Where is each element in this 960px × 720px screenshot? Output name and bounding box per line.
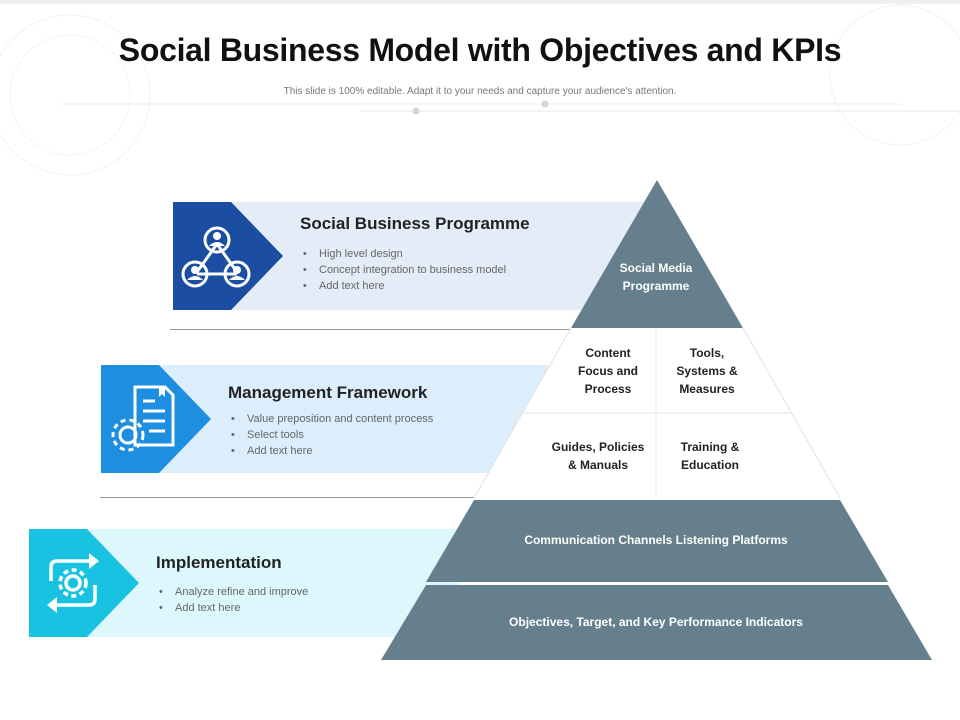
pyramid-label-guides: Guides, Policies & Manuals bbox=[551, 440, 645, 472]
band-tile bbox=[29, 529, 87, 637]
band-bullets: Value preposition and content process Se… bbox=[229, 411, 433, 459]
bullet-item: Value preposition and content process bbox=[229, 411, 433, 427]
bullet-item: Select tools bbox=[229, 427, 433, 443]
bullet-item: Add text here bbox=[229, 443, 433, 459]
bullet-item: Analyze refine and improve bbox=[157, 584, 308, 600]
bullet-item: Add text here bbox=[301, 278, 506, 294]
bullet-item: Add text here bbox=[157, 600, 308, 616]
page-subtitle: This slide is 100% editable. Adapt it to… bbox=[283, 86, 677, 97]
pyramid-label-training: Training & Education bbox=[680, 440, 740, 472]
pyramid-tier-top bbox=[571, 180, 743, 328]
top-bar bbox=[0, 0, 960, 4]
band-chevron bbox=[87, 529, 139, 637]
band-heading: Implementation bbox=[156, 553, 282, 572]
pyramid-tier-base bbox=[381, 585, 932, 660]
pyramid-tier-4 bbox=[426, 500, 888, 582]
band-bullets: Analyze refine and improve Add text here bbox=[157, 584, 308, 616]
band-chevron bbox=[231, 202, 283, 310]
page-title: Social Business Model with Objectives an… bbox=[118, 32, 842, 68]
band-divider bbox=[100, 497, 480, 498]
network-people-icon bbox=[175, 216, 259, 296]
band-management-framework: Management Framework Value preposition a… bbox=[101, 365, 561, 473]
decor-dot bbox=[541, 100, 549, 108]
band-divider bbox=[170, 329, 610, 330]
bullet-item: High level design bbox=[301, 246, 506, 262]
pyramid-label-objectives: Objectives, Target, and Key Performance … bbox=[509, 615, 803, 629]
band-implementation: Implementation Analyze refine and improv… bbox=[29, 529, 459, 637]
document-gear-icon bbox=[103, 379, 187, 459]
band-heading: Social Business Programme bbox=[300, 214, 530, 233]
pyramid-label-top: Social Media Programme bbox=[619, 261, 693, 293]
band-heading: Management Framework bbox=[228, 383, 428, 402]
band-bullets: High level design Concept integration to… bbox=[301, 246, 506, 294]
band-chevron bbox=[159, 365, 211, 473]
decor-dot bbox=[412, 107, 420, 115]
pyramid-label-communication: Communication Channels Listening Platfor… bbox=[524, 533, 788, 547]
refresh-gear-icon bbox=[31, 543, 115, 623]
pyramid-tier-3 bbox=[474, 413, 840, 498]
band-social-business-programme: Social Business Programme High level des… bbox=[173, 202, 653, 310]
pyramid-label-content: Content Focus and Process bbox=[577, 346, 638, 396]
bullet-item: Concept integration to business model bbox=[301, 262, 506, 278]
pyramid-label-tools: Tools, Systems & Measures bbox=[676, 346, 738, 396]
band-tile bbox=[173, 202, 231, 310]
pyramid-outline bbox=[742, 327, 841, 499]
